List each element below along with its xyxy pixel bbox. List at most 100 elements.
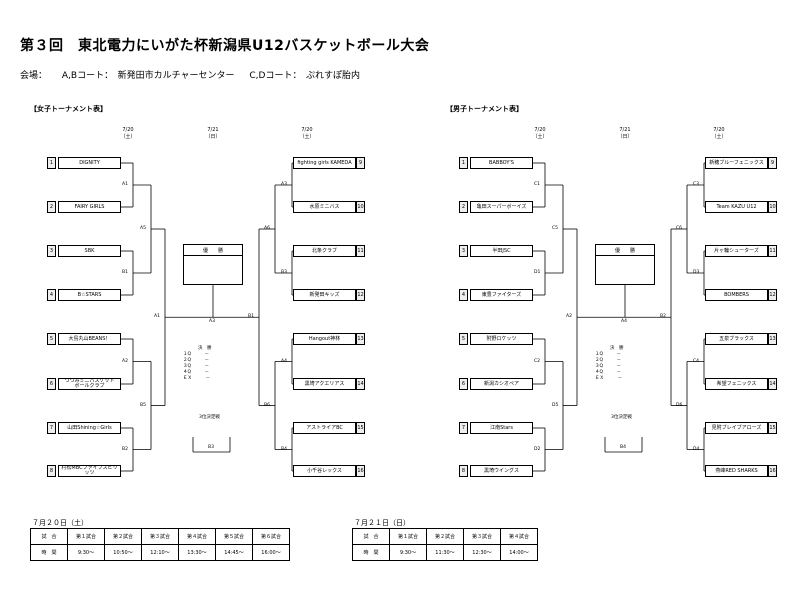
schedule-sun-game: 第２試合 xyxy=(426,528,464,545)
game-label: C4 xyxy=(693,358,700,364)
schedule-sat-table: 試 合 第１試合 第２試合 第３試合 第４試合 第５試合 第６試合 時 間 9:… xyxy=(30,528,290,561)
schedule-sun-games-row: 試 合 第１試合 第２試合 第３試合 第４試合 xyxy=(352,528,538,545)
team-name: SBK xyxy=(58,245,121,257)
final-score-row: ＥＸ － xyxy=(183,376,210,381)
team-name: Team KAZU U12 xyxy=(705,201,768,213)
seed-number: 10 xyxy=(768,201,777,213)
schedule-sun-game: 第４試合 xyxy=(500,528,538,545)
date-header-line: （土） xyxy=(711,134,727,140)
third-place-label: 3位決定戦 xyxy=(199,415,220,420)
seed-number: 12 xyxy=(768,289,777,301)
date-header-line: （土） xyxy=(532,134,548,140)
team-name: つつみミニバスケット ボールクラブ xyxy=(58,378,121,390)
game-label: C1 xyxy=(534,182,541,187)
team-name: アストライアBC xyxy=(293,422,356,434)
team-name: 五泉ブラックス xyxy=(705,333,768,345)
team-name: 新発田キッズ xyxy=(293,289,356,301)
game-label: B2 xyxy=(122,446,128,452)
game-label: D6 xyxy=(676,402,683,408)
game-label: B1 xyxy=(122,270,128,275)
seed-number: 3 xyxy=(459,245,468,257)
semifinal-label: B1 xyxy=(248,314,254,320)
seed-number: 6 xyxy=(459,378,468,390)
schedule-sun-times-row: 時 間 9:30〜 11:30〜 12:30〜 14:00〜 xyxy=(352,544,538,561)
venue-cd: C,Dコート： ぷれすぽ胎内 xyxy=(249,71,360,81)
seed-number: 8 xyxy=(47,465,56,477)
schedule-sun-game: 第３試合 xyxy=(463,528,501,545)
seed-number: 4 xyxy=(459,289,468,301)
schedule-sun-time-head: 時 間 xyxy=(352,544,390,561)
seed-number: 8 xyxy=(459,465,468,477)
champion-box: 優 勝 xyxy=(183,244,243,285)
schedule-sat-time: 16:00〜 xyxy=(252,544,290,561)
schedule-sat-games-row: 試 合 第１試合 第２試合 第３試合 第４試合 第５試合 第６試合 xyxy=(30,528,290,545)
schedule-sun-time: 14:00〜 xyxy=(500,544,538,561)
seed-number: 15 xyxy=(768,422,777,434)
game-label: A3 xyxy=(281,182,287,187)
schedule-sat-time: 14:45〜 xyxy=(215,544,253,561)
game-label: B3 xyxy=(281,270,287,275)
schedule-sat-time: 13:30〜 xyxy=(178,544,216,561)
game-label: A2 xyxy=(122,358,128,364)
team-name: 見附ブレイブアローズ xyxy=(705,422,768,434)
seed-number: 3 xyxy=(47,245,56,257)
schedule-sun-time: 11:30〜 xyxy=(426,544,464,561)
game-label: C3 xyxy=(693,182,700,187)
schedule-sat-game: 第４試合 xyxy=(178,528,216,545)
date-header-left: 7/20（土） xyxy=(118,127,138,141)
seed-number: 2 xyxy=(459,201,468,213)
boys-section-label: 【男子トーナメント表】 xyxy=(446,105,523,113)
champion-label: 優 勝 xyxy=(184,245,242,256)
seed-number: 1 xyxy=(459,157,468,169)
team-name: 燕峰RED SHARKS xyxy=(705,465,768,477)
date-header-line: 7/21 xyxy=(207,127,219,133)
game-label: D3 xyxy=(693,270,700,275)
champion-name-slot xyxy=(596,256,654,284)
team-name: 半田JSC xyxy=(470,245,533,257)
schedule-sat-game: 第２試合 xyxy=(104,528,142,545)
team-name: 東豊ファイターズ xyxy=(470,289,533,301)
third-place-game-label: B3 xyxy=(208,445,214,450)
date-header-mid: 7/21（日） xyxy=(203,127,223,141)
date-header-line: 7/20 xyxy=(122,127,134,133)
date-header-right: 7/20（土） xyxy=(709,127,729,141)
final-label: A3 xyxy=(209,319,215,325)
seed-number: 13 xyxy=(768,333,777,345)
team-name: FAIRY GIRLS xyxy=(58,201,121,213)
final-score-row: ２Q － xyxy=(183,358,210,363)
seed-number: 4 xyxy=(47,289,56,301)
team-name: 附野ロケッツ xyxy=(470,333,533,345)
page-title: 第３回 東北電力にいがた杯新潟県U12バスケットボール大会 xyxy=(20,38,430,54)
seed-number: 5 xyxy=(459,333,468,345)
final-label: A4 xyxy=(621,319,627,325)
venue-label: 会場： xyxy=(20,71,48,81)
final-score-title: 決 勝 xyxy=(198,346,212,351)
game-label: A1 xyxy=(122,182,128,187)
game-label: B5 xyxy=(140,402,146,408)
seed-number: 1 xyxy=(47,157,56,169)
game-label: D5 xyxy=(552,402,559,408)
game-label: D4 xyxy=(693,446,700,452)
seed-number: 10 xyxy=(356,201,365,213)
team-name: 北条クラブ xyxy=(293,245,356,257)
date-header-line: 7/21 xyxy=(619,127,631,133)
final-score-row: ４Q － xyxy=(183,370,210,375)
team-name: 江南Stars xyxy=(470,422,533,434)
schedule-sun-label: ７月２１日（日） xyxy=(354,519,410,527)
schedule-sat-time: 10:50〜 xyxy=(104,544,142,561)
schedule-sun-game-head: 試 合 xyxy=(352,528,390,545)
seed-number: 13 xyxy=(356,333,365,345)
champion-box: 優 勝 xyxy=(595,244,655,285)
seed-number: 11 xyxy=(356,245,365,257)
schedule-sat-times-row: 時 間 9:30〜 10:50〜 12:10〜 13:30〜 14:45〜 16… xyxy=(30,544,290,561)
team-name: 新潟カシオペア xyxy=(470,378,533,390)
team-name: BOMBERS xyxy=(705,289,768,301)
date-header-mid: 7/21（日） xyxy=(615,127,635,141)
final-score-row: １Q － xyxy=(183,352,210,357)
seed-number: 5 xyxy=(47,333,56,345)
semifinal-label: A2 xyxy=(566,314,572,320)
game-label: B6 xyxy=(264,402,270,408)
